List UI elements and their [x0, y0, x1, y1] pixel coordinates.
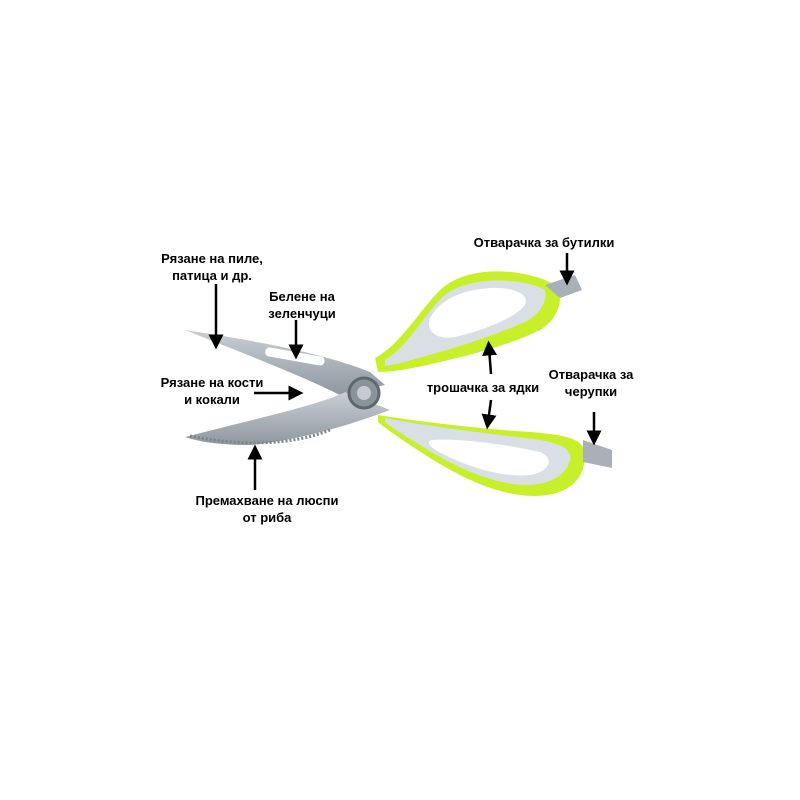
- label-shell-opener: Отварачка за черупки: [549, 366, 634, 400]
- upper-handle: [375, 271, 582, 372]
- upper-blade: [185, 330, 385, 395]
- arrow-nutcracker-up: [482, 340, 498, 375]
- label-poultry: Рязане на пиле, патица и др.: [161, 250, 263, 284]
- label-bottle-opener: Отварачка за бутилки: [473, 235, 615, 250]
- label-line: Рязане на пиле,: [161, 251, 263, 266]
- label-peeling: Белене на зеленчуци: [268, 288, 335, 322]
- label-line: черупки: [564, 384, 618, 399]
- label-nutcracker: трошачка за ядки: [426, 380, 540, 395]
- label-line: Белене на: [269, 289, 335, 304]
- label-bones: Рязане на кости и кокали: [161, 374, 264, 408]
- serrated-edge: [189, 428, 331, 445]
- label-line: патица и др.: [172, 268, 252, 283]
- label-line: Рязане на кости: [160, 375, 264, 390]
- label-line: и кокали: [184, 392, 240, 407]
- arrow-nutcracker-down: [481, 399, 497, 430]
- label-line: зеленчуци: [268, 306, 336, 321]
- label-line: Отварачка за: [548, 367, 634, 382]
- label-line: Премахване на люспи: [195, 493, 339, 508]
- label-fish-scales: Премахване на люспи от риба: [196, 492, 339, 526]
- lower-handle: [378, 415, 612, 496]
- annotation-arrows: [208, 253, 602, 490]
- label-line: от риба: [242, 510, 292, 525]
- lower-blade: [185, 392, 390, 445]
